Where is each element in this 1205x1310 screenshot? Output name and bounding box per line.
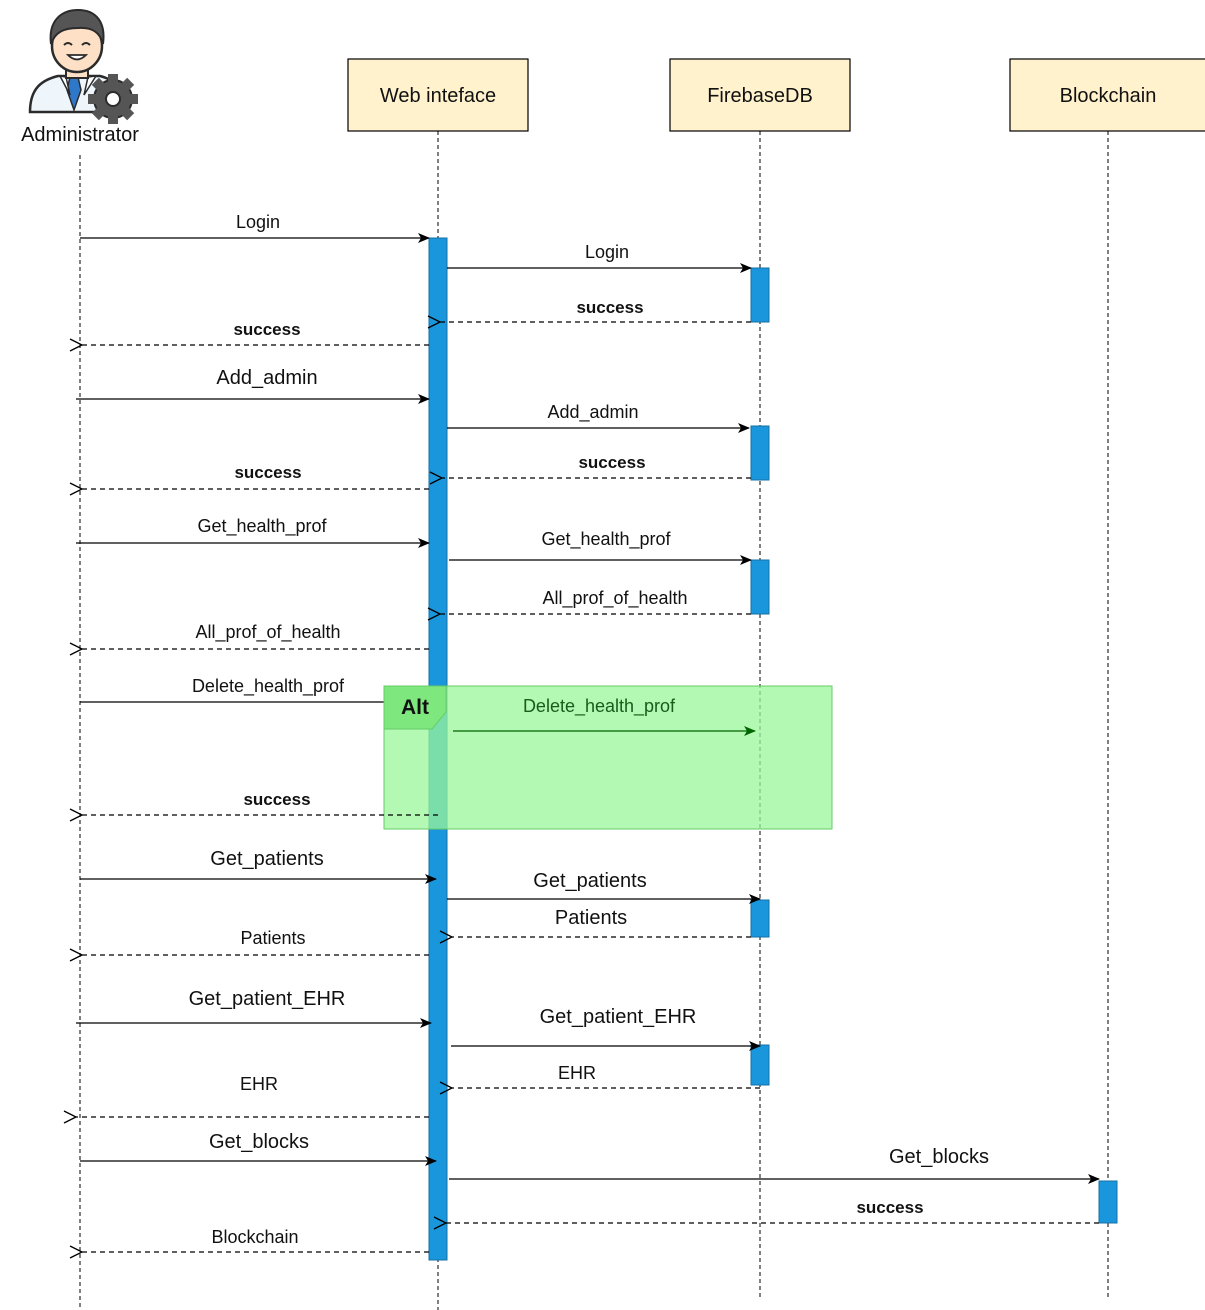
message-admin-add-admin: Add_admin [76,367,429,399]
message-label: Get_patient_EHR [540,1006,697,1028]
message-label: Get_patients [533,870,646,892]
message-label: Delete_health_prof [192,676,345,697]
participant-blockchain: Blockchain [1010,59,1205,131]
participant-web-label: Web inteface [380,85,496,107]
message-web-success-2: success [82,463,429,489]
message-label: Login [585,242,629,262]
participant-firebasedb: FirebaseDB [670,59,850,131]
message-db-success-2: success [442,453,751,478]
message-label: success [578,453,645,472]
db-activation-3 [751,560,769,614]
message-admin-get-patient-ehr: Get_patient_EHR [76,988,431,1023]
message-label: EHR [558,1063,596,1083]
message-label: Patients [555,907,627,929]
message-db-ehr: EHR [452,1063,760,1088]
message-label: Add_admin [216,367,317,389]
message-admin-get-patients: Get_patients [80,848,436,879]
message-label: Get_patient_EHR [189,988,346,1010]
db-activation-2 [751,426,769,480]
gear-icon [88,74,138,124]
message-label: Add_admin [547,402,638,423]
message-db-success-1: success [440,298,751,322]
message-web-get-health-prof: Get_health_prof [449,529,751,560]
db-activation-1 [751,268,769,322]
message-label: success [243,790,310,809]
message-admin-delete-health-prof: Delete_health_prof [80,676,429,702]
message-label: All_prof_of_health [195,622,340,643]
message-label: Blockchain [211,1227,298,1247]
actor-administrator-label: Administrator [21,124,139,146]
message-web-blockchain: Blockchain [82,1227,429,1252]
message-label: EHR [240,1074,278,1094]
message-admin-get-health-prof: Get_health_prof [76,516,429,543]
participant-web: Web inteface [348,59,528,131]
message-label: success [233,320,300,339]
message-label: Get_blocks [889,1146,989,1168]
message-label: Get_patients [210,848,323,870]
message-label: success [576,298,643,317]
message-web-get-patient-ehr: Get_patient_EHR [451,1006,760,1046]
alt-fragment-label: Alt [401,696,429,719]
message-web-patients: Patients [82,928,429,955]
participant-blockchain-label: Blockchain [1060,85,1157,107]
message-web-success-1: success [82,320,429,345]
message-label: Get_health_prof [197,516,327,537]
db-activation-4 [751,900,769,937]
message-web-ehr: EHR [76,1074,429,1117]
message-chain-success: success [446,1198,1099,1223]
message-label: Login [236,212,280,232]
administrator-icon [30,10,138,124]
message-label: Patients [240,928,305,948]
db-activation-5 [751,1045,769,1085]
message-label: success [234,463,301,482]
message-web-get-patients: Get_patients [447,870,760,899]
message-label: All_prof_of_health [542,588,687,609]
message-label: Get_blocks [209,1131,309,1153]
message-web-login: Login [447,242,751,268]
message-db-patients: Patients [452,907,751,937]
message-admin-login: Login [80,212,429,238]
message-web-add-admin: Add_admin [447,402,749,428]
message-label: Get_health_prof [541,529,671,550]
message-web-get-blocks: Get_blocks [449,1146,1099,1179]
message-label: Delete_health_prof [523,696,676,717]
chain-activation [1099,1181,1117,1223]
message-db-all-prof: All_prof_of_health [440,588,751,614]
participant-firebasedb-label: FirebaseDB [707,85,813,107]
message-admin-get-blocks: Get_blocks [80,1131,436,1161]
message-label: success [856,1198,923,1217]
message-web-all-prof: All_prof_of_health [82,622,429,649]
